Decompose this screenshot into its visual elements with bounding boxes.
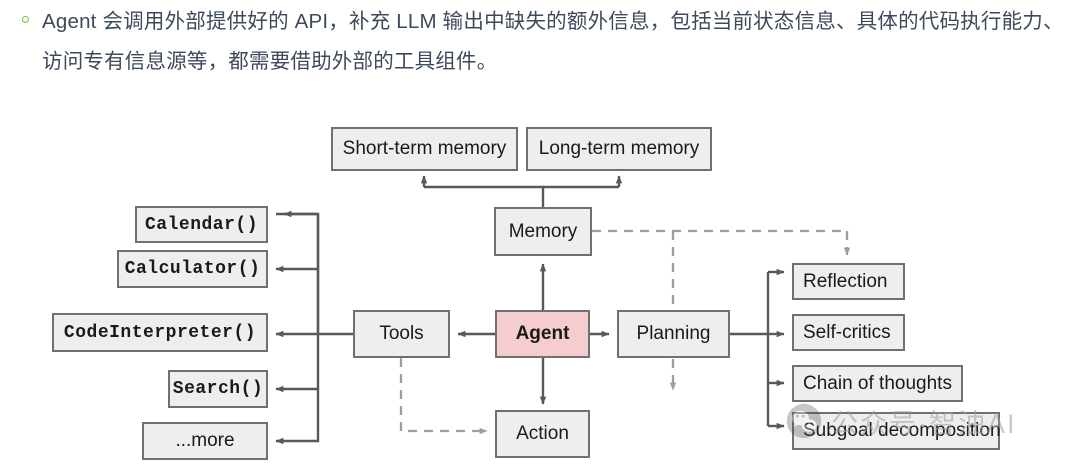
node-agent[interactable]: Agent [495, 310, 590, 358]
node-tool-more[interactable]: ...more [142, 422, 268, 460]
bullet-paragraph-block: Agent 会调用外部提供好的 API，补充 LLM 输出中缺失的额外信息，包括… [0, 0, 1080, 92]
node-label: Long-term memory [538, 138, 700, 159]
node-label: CodeInterpreter() [63, 322, 257, 343]
node-label: ...more [175, 430, 235, 451]
node-label: Subgoal decomposition [803, 420, 1001, 441]
node-label: Tools [379, 323, 424, 344]
node-label: Short-term memory [342, 138, 507, 159]
node-label: Self-critics [803, 321, 891, 343]
agent-architecture-diagram: Short-term memory Long-term memory Memor… [0, 92, 1080, 465]
node-tool-codeinterpreter[interactable]: CodeInterpreter() [52, 313, 268, 352]
node-label: Chain of thoughts [803, 372, 952, 394]
node-planning-reflection[interactable]: Reflection [792, 263, 905, 300]
node-label: Calculator() [124, 259, 261, 279]
node-action[interactable]: Action [495, 410, 590, 458]
node-short-term-memory[interactable]: Short-term memory [331, 127, 518, 171]
node-label: Planning [636, 323, 711, 344]
node-planning-chain-of-thoughts[interactable]: Chain of thoughts [792, 365, 963, 402]
node-tool-search[interactable]: Search() [168, 370, 268, 408]
node-long-term-memory[interactable]: Long-term memory [526, 127, 712, 171]
node-label: Calendar() [144, 214, 259, 235]
node-label: Reflection [803, 270, 888, 292]
node-label: Memory [508, 220, 578, 242]
node-memory[interactable]: Memory [494, 207, 592, 256]
node-planning[interactable]: Planning [617, 310, 730, 358]
node-tools[interactable]: Tools [353, 310, 450, 358]
bullet-marker-icon [22, 16, 29, 23]
node-tool-calendar[interactable]: Calendar() [135, 206, 268, 243]
node-label: Action [516, 423, 569, 444]
node-label: Agent [515, 323, 570, 344]
bullet-paragraph-text: Agent 会调用外部提供好的 API，补充 LLM 输出中缺失的额外信息，包括… [42, 10, 1064, 73]
node-tool-calculator[interactable]: Calculator() [117, 250, 268, 288]
node-planning-subgoal-decomposition[interactable]: Subgoal decomposition [792, 412, 1001, 450]
node-label: Search() [172, 379, 264, 399]
diagram-connectors [275, 175, 851, 445]
node-planning-self-critics[interactable]: Self-critics [792, 314, 905, 351]
